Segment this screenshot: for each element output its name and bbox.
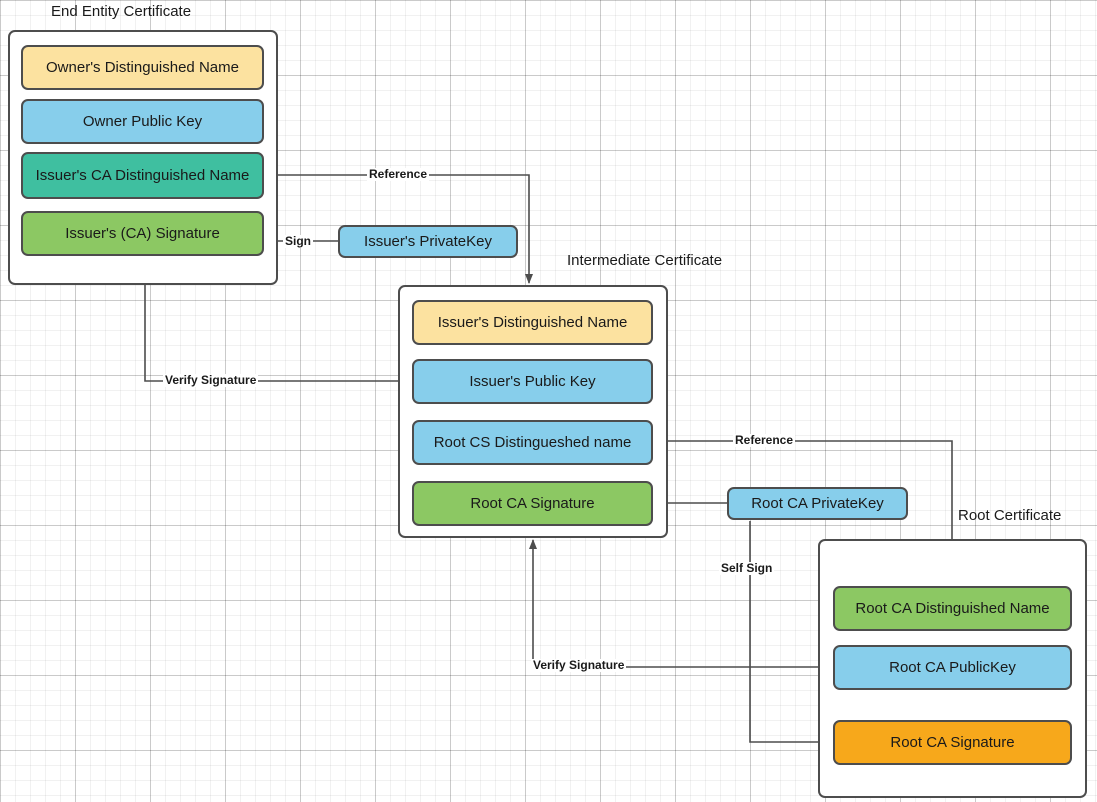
node-issuers-public-key[interactable]: Issuer's Public Key <box>412 359 653 404</box>
node-issuer-ca-signature[interactable]: Issuer's (CA) Signature <box>21 211 264 256</box>
node-issuer-ca-distinguished-name[interactable]: Issuer's CA Distinguished Name <box>21 152 264 199</box>
node-root-cs-distingueshed-name[interactable]: Root CS Distingueshed name <box>412 420 653 465</box>
node-root-ca-signature-intermediate[interactable]: Root CA Signature <box>412 481 653 526</box>
node-owner-distinguished-name[interactable]: Owner's Distinguished Name <box>21 45 264 90</box>
group-title-intermediate: Intermediate Certificate <box>567 252 723 269</box>
group-title-end-entity: End Entity Certificate <box>51 3 192 20</box>
edge-label-verify-signature-1: Verify Signature <box>163 373 259 387</box>
edge-label-reference-2: Reference <box>733 433 796 447</box>
edge-label-reference-1: Reference <box>367 167 430 181</box>
edge-label-self-sign: Self Sign <box>719 561 775 575</box>
node-root-ca-signature[interactable]: Root CA Signature <box>833 720 1072 765</box>
edge-label-verify-signature-2: Verify Signature <box>531 658 627 672</box>
node-issuers-distinguished-name[interactable]: Issuer's Distinguished Name <box>412 300 653 345</box>
node-root-ca-distinguished-name[interactable]: Root CA Distinguished Name <box>833 586 1072 631</box>
node-owner-public-key[interactable]: Owner Public Key <box>21 99 264 144</box>
group-title-root: Root Certificate <box>958 507 1062 524</box>
edge-label-sign-1: Sign <box>283 234 313 248</box>
node-root-ca-publickey[interactable]: Root CA PublicKey <box>833 645 1072 690</box>
node-issuers-privatekey[interactable]: Issuer's PrivateKey <box>338 225 518 258</box>
edge-verify-2 <box>529 539 833 668</box>
node-root-ca-privatekey[interactable]: Root CA PrivateKey <box>727 487 908 520</box>
